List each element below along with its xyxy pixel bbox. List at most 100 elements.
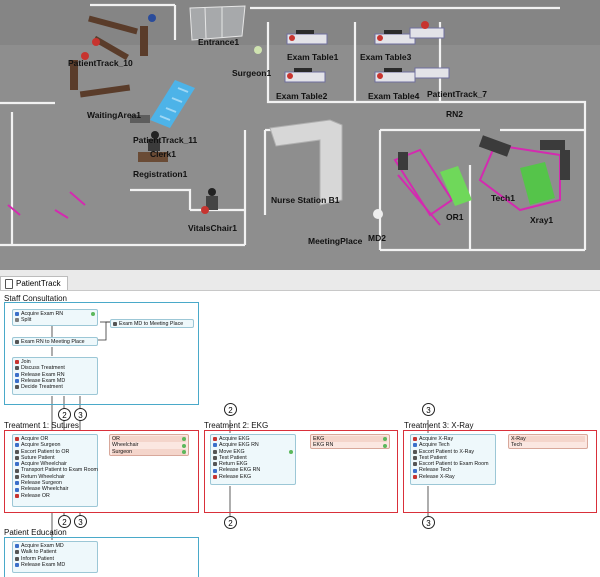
- activity-label: Acquire Exam MD: [21, 543, 64, 549]
- decide-icon: [15, 385, 19, 390]
- section-staff-consultation: [4, 302, 199, 405]
- activity-label: Return Wheelchair: [21, 473, 65, 480]
- connector-node-3[interactable]: 3: [74, 408, 87, 421]
- section-treatment-ekg: [204, 430, 398, 513]
- release-icon: [15, 563, 19, 568]
- activity-label: Release Exam MD: [21, 377, 66, 384]
- connector-node-2[interactable]: 2: [58, 515, 71, 528]
- release-icon: [15, 493, 19, 498]
- activity-block-exam-rn-to-meeting[interactable]: Exam RN to Meeting Place: [12, 337, 98, 346]
- tab-patienttrack[interactable]: PatientTrack: [0, 276, 68, 290]
- activity-label: Release OR: [21, 492, 50, 499]
- connector-node-3[interactable]: 3: [422, 516, 435, 529]
- connector-node-3[interactable]: 3: [422, 403, 435, 416]
- activity-label: Acquire Tech: [419, 442, 450, 449]
- activity-label: Acquire EKG: [219, 436, 250, 442]
- 3d-model-view[interactable]: Entrance1 PatientTrack_10 Surgeon1 Exam …: [0, 0, 600, 270]
- process-icon: [15, 556, 19, 561]
- activity-label: Join: [21, 359, 31, 365]
- activity-label: Release Surgeon: [21, 480, 62, 487]
- activity-label: Split: [21, 317, 32, 324]
- acquire-icon: [413, 437, 417, 442]
- section-patient-education: [4, 537, 199, 577]
- travel-icon: [15, 550, 19, 555]
- label-patienttrack-11: PatientTrack_11: [133, 135, 198, 145]
- join-icon: [15, 360, 19, 365]
- label-exam-table2: Exam Table2: [276, 91, 328, 101]
- travel-icon: [15, 340, 19, 345]
- resource-label: Surgeon: [112, 448, 133, 455]
- resource-list-sutures[interactable]: OR Wheelchair Surgeon: [109, 434, 189, 456]
- release-icon: [15, 379, 19, 384]
- acquire-icon: [15, 437, 19, 442]
- resource-label: Wheelchair: [112, 442, 139, 449]
- activity-label: Release EKG RN: [219, 467, 261, 474]
- process-icon: [413, 456, 417, 461]
- label-clerk1: Clerk1: [150, 149, 176, 159]
- release-icon: [213, 474, 217, 479]
- activity-label: Walk to Patient: [21, 549, 57, 556]
- travel-icon: [15, 449, 19, 454]
- status-dot-icon: [182, 443, 186, 448]
- activity-block-exam-md-to-meeting[interactable]: Exam MD to Meeting Place: [110, 319, 194, 328]
- activity-block-ekg[interactable]: Acquire EKG Acquire EKG RN Move EKG Test…: [210, 434, 296, 485]
- release-icon: [213, 468, 217, 473]
- activity-block-education[interactable]: Acquire Exam MD Walk to Patient Inform P…: [12, 541, 98, 573]
- process-icon: [15, 366, 19, 371]
- section-title-patient-education: Patient Education: [4, 528, 67, 537]
- activity-label: Move EKG: [219, 448, 245, 455]
- activity-label: Exam RN to Meeting Place: [21, 339, 85, 345]
- activity-label: Escort Patient to X-Ray: [419, 448, 475, 455]
- section-treatment-xray: [403, 430, 597, 513]
- activity-label: Acquire Exam RN: [21, 311, 64, 317]
- connector-node-2[interactable]: 2: [58, 408, 71, 421]
- acquire-icon: [15, 462, 19, 467]
- connector-node-2[interactable]: 2: [224, 516, 237, 529]
- activity-block-join-decide[interactable]: Join Discuss Treatment Release Exam RN R…: [12, 357, 98, 395]
- activity-block-sutures[interactable]: Acquire OR Acquire Surgeon Escort Patien…: [12, 434, 98, 507]
- status-dot-icon: [383, 437, 387, 442]
- move-icon: [213, 449, 217, 454]
- acquire-icon: [15, 312, 19, 317]
- release-icon: [413, 474, 417, 479]
- resource-list-ekg[interactable]: EKG EKG RN: [310, 434, 390, 449]
- activity-block-xray[interactable]: Acquire X-Ray Acquire Tech Escort Patien…: [410, 434, 496, 485]
- label-surgeon1: Surgeon1: [232, 68, 272, 78]
- label-exam-table3: Exam Table3: [360, 52, 412, 62]
- resource-list-xray[interactable]: X-Ray Tech: [508, 434, 588, 449]
- section-treatment-sutures: [4, 430, 199, 513]
- label-md2: MD2: [368, 233, 386, 243]
- travel-icon: [15, 474, 19, 479]
- release-icon: [15, 372, 19, 377]
- resource-label: X-Ray: [511, 436, 526, 442]
- activity-label: Release Wheelchair: [21, 486, 69, 493]
- acquire-icon: [213, 443, 217, 448]
- section-title-staff-consultation: Staff Consultation: [4, 294, 68, 303]
- label-exam-table4: Exam Table4: [368, 91, 420, 101]
- label-or1: OR1: [446, 212, 464, 222]
- label-xray1: Xray1: [530, 215, 554, 225]
- activity-label: Transport Patient to Exam Room: [21, 467, 98, 474]
- label-vitalschair1: VitalsChair1: [188, 223, 237, 233]
- label-nurse-station-b1: Nurse Station B1: [271, 195, 340, 205]
- label-registration1: Registration1: [133, 169, 188, 179]
- move-icon: [213, 462, 217, 467]
- acquire-icon: [15, 544, 19, 549]
- status-dot-icon: [91, 312, 95, 317]
- label-exam-table1: Exam Table1: [287, 52, 339, 62]
- resource-label: EKG RN: [313, 442, 334, 449]
- connector-node-2[interactable]: 2: [224, 403, 237, 416]
- activity-block-acquire-split[interactable]: Acquire Exam RN Split: [12, 309, 98, 326]
- acquire-icon: [15, 443, 19, 448]
- transport-icon: [15, 468, 19, 473]
- label-patienttrack-7: PatientTrack_7: [427, 89, 488, 99]
- section-title-ekg: Treatment 2: EKG: [204, 421, 269, 430]
- resource-label: EKG: [313, 436, 325, 442]
- connector-node-3[interactable]: 3: [74, 515, 87, 528]
- activity-label: Escort Patient to OR: [21, 448, 70, 455]
- travel-icon: [113, 322, 117, 327]
- process-icon: [213, 456, 217, 461]
- section-title-xray: Treatment 3: X-Ray: [404, 421, 474, 430]
- activity-label: Acquire OR: [21, 436, 49, 442]
- split-icon: [15, 318, 19, 323]
